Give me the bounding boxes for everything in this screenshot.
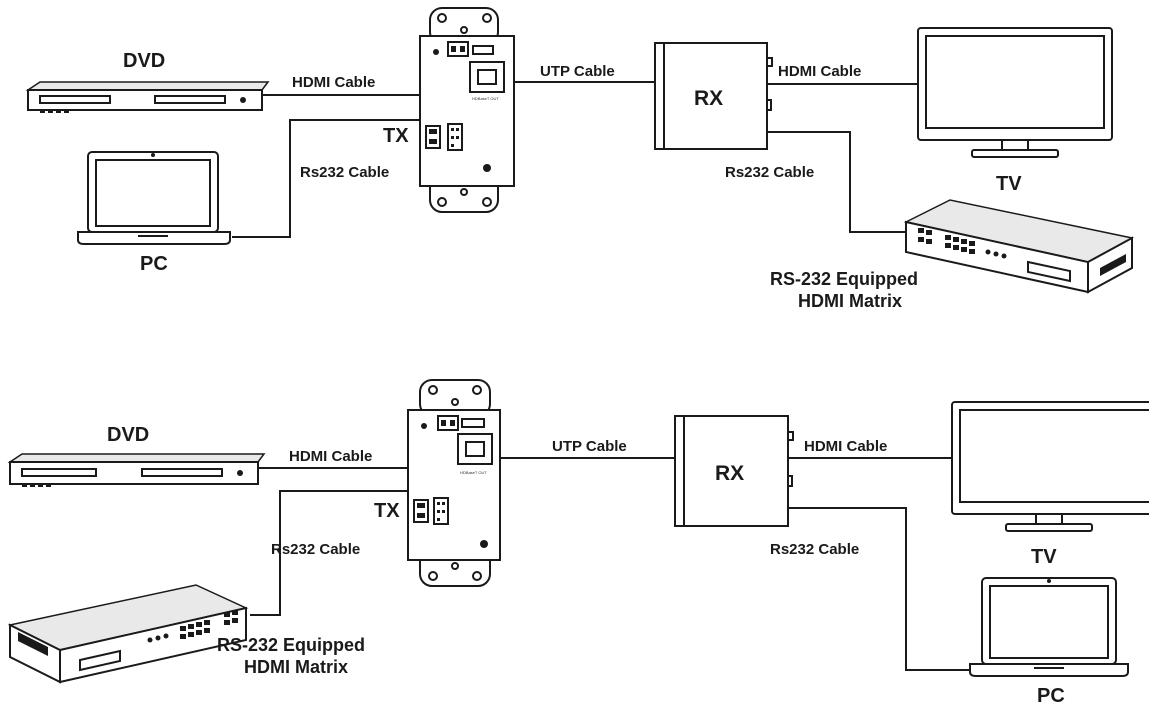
label-tx: TX [383, 125, 409, 147]
label-hdmi-cable-in-2: HDMI Cable [289, 448, 372, 465]
dvd-player [25, 81, 270, 113]
diagram-top: HDBaseT OUT [25, 7, 1135, 311]
tv-2 [951, 401, 1149, 532]
laptop-pc [77, 151, 231, 245]
label-rs232-cable-tx: Rs232 Cable [300, 164, 389, 181]
dvd-player-2 [7, 453, 266, 487]
label-hdmi-cable-out-2: HDMI Cable [804, 438, 887, 455]
rs232-cable-rx-pc [788, 507, 970, 671]
label-rx-2: RX [715, 462, 744, 485]
label-matrix-line1: RS-232 Equipped [770, 269, 918, 289]
label-utp-cable-2: UTP Cable [552, 438, 627, 455]
label-pc: PC [140, 253, 168, 275]
label-pc-2: PC [1037, 685, 1065, 707]
hdmi-matrix-2 [7, 584, 249, 684]
rs232-cable-pc-tx [232, 119, 420, 238]
label-dvd-2: DVD [107, 424, 149, 446]
diagram-bottom: HDBaseT OUT [7, 379, 1149, 707]
label-tx-2: TX [374, 500, 400, 522]
label-hdmi-cable-in: HDMI Cable [292, 74, 375, 91]
label-tv: TV [996, 173, 1022, 195]
label-matrix-line2-2: HDMI Matrix [244, 657, 348, 677]
rs232-cable-rx-matrix [767, 131, 906, 233]
label-rs232-cable-tx-2: Rs232 Cable [271, 541, 360, 558]
label-hdmi-cable-out: HDMI Cable [778, 63, 861, 80]
laptop-pc-2 [969, 577, 1129, 677]
label-rs232-cable-rx: Rs232 Cable [725, 164, 814, 181]
tx-wallplate-2: HDBaseT OUT [407, 379, 501, 587]
label-utp-cable: UTP Cable [540, 63, 615, 80]
rx-box [654, 42, 773, 150]
tv [917, 27, 1113, 158]
label-rx: RX [694, 87, 723, 110]
rx-box-2 [674, 415, 794, 527]
tx-wallplate: HDBaseT OUT [419, 7, 515, 213]
rs232-cable-matrix-tx [250, 490, 408, 616]
svg-text:HDBaseT OUT: HDBaseT OUT [460, 470, 487, 475]
label-tv-2: TV [1031, 546, 1057, 568]
label-rs232-cable-rx-2: Rs232 Cable [770, 541, 859, 558]
hdmi-matrix [903, 199, 1135, 294]
svg-text:HDBaseT OUT: HDBaseT OUT [472, 96, 499, 101]
label-matrix-line1-2: RS-232 Equipped [217, 635, 365, 655]
label-matrix-line2: HDMI Matrix [798, 291, 902, 311]
label-dvd: DVD [123, 50, 165, 72]
